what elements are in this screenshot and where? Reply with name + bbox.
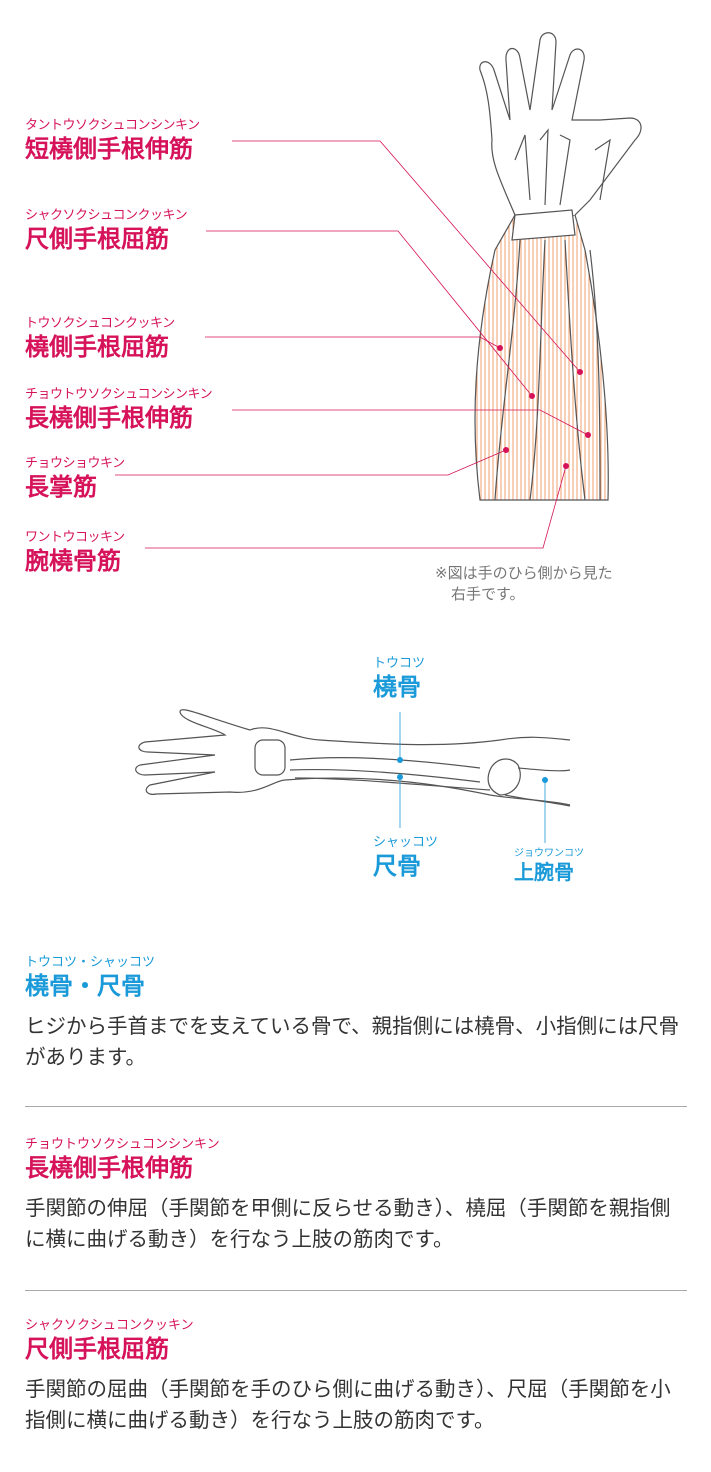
leader-line bbox=[115, 449, 507, 476]
note-line: 右手です。 bbox=[451, 585, 525, 603]
divider bbox=[25, 1290, 687, 1291]
bone-name: 上腕骨 bbox=[514, 860, 574, 884]
muscle-name: 橈側手根屈筋 bbox=[25, 333, 169, 361]
muscle-name: 長掌筋 bbox=[25, 473, 97, 501]
leader-line bbox=[145, 465, 567, 549]
label-ecrl: チョウトウソクシュコンシンキン長橈側手根伸筋 bbox=[25, 387, 213, 433]
muscle-leader-lines bbox=[115, 140, 589, 549]
label-fcr: トウソクシュコンクッキン橈側手根屈筋 bbox=[25, 316, 175, 362]
section-fcu: シャクソクシュコンクッキン 尺側手根屈筋 手関節の屈曲（手関節を手のひら側に曲げ… bbox=[25, 1318, 687, 1436]
ruby: チョウトウソクシュコンシンキン bbox=[25, 1137, 220, 1152]
bone-name: 尺骨 bbox=[373, 852, 421, 880]
note-line: ※図は手のひら側から見た bbox=[435, 564, 613, 582]
muscle-name: 短橈側手根伸筋 bbox=[25, 135, 193, 163]
ruby: タントウソクシュコンシンキン bbox=[25, 118, 200, 133]
section-body: 手関節の伸屈（手関節を甲側に反らせる動き）、橈屈（手関節を親指側に横に曲げる動き… bbox=[25, 1196, 671, 1251]
section-body: ヒジから手首までを支えている骨で、親指側には橈骨、小指側には尺骨があります。 bbox=[25, 1014, 680, 1069]
ruby: トウコツ・シャッコツ bbox=[25, 955, 156, 970]
muscle-dot bbox=[529, 393, 535, 399]
section-title: 尺側手根屈筋 bbox=[25, 1335, 169, 1363]
anatomy-illustration bbox=[115, 32, 642, 843]
label-br: ワントウコッキン腕橈骨筋 bbox=[25, 530, 125, 576]
muscle-dot bbox=[503, 447, 509, 453]
divider bbox=[25, 1106, 687, 1107]
label-humerus: ジョウワンコツ上腕骨 bbox=[514, 848, 584, 884]
leader-line bbox=[232, 140, 581, 373]
ruby: トウコツ bbox=[373, 656, 426, 671]
muscle-dot bbox=[585, 432, 591, 438]
ruby: シャクソクシュコンクッキン bbox=[25, 1318, 194, 1333]
ruby: シャッコツ bbox=[373, 835, 439, 850]
forearm-muscle-drawing bbox=[474, 32, 642, 501]
section-radius-ulna: トウコツ・シャッコツ 橈骨・尺骨 ヒジから手首までを支えている骨で、親指側には橈… bbox=[25, 955, 687, 1073]
ruby: チョウトウソクシュコンシンキン bbox=[25, 387, 213, 402]
figure-note: ※図は手のひら側から見た右手です。 bbox=[435, 563, 613, 605]
muscle-name: 尺側手根屈筋 bbox=[25, 225, 169, 253]
label-ulna: シャッコツ尺骨 bbox=[373, 835, 438, 881]
muscle-name: 腕橈骨筋 bbox=[25, 547, 121, 575]
muscle-dot bbox=[563, 463, 569, 469]
arm-bone-drawing bbox=[135, 709, 571, 807]
bone-dot bbox=[397, 757, 403, 763]
ruby: ワントウコッキン bbox=[25, 530, 125, 545]
muscle-dot bbox=[497, 345, 503, 351]
label-ecrb: タントウソクシュコンシンキン短橈側手根伸筋 bbox=[25, 118, 200, 164]
ruby: チョウショウキン bbox=[25, 456, 125, 471]
ruby: ジョウワンコツ bbox=[514, 848, 584, 859]
label-fcu: シャクソクシュコンクッキン尺側手根屈筋 bbox=[25, 208, 188, 254]
section-ecrl: チョウトウソクシュコンシンキン 長橈側手根伸筋 手関節の伸屈（手関節を甲側に反ら… bbox=[25, 1137, 687, 1255]
section-title: 橈骨・尺骨 bbox=[25, 972, 145, 1000]
muscle-dot bbox=[577, 369, 583, 375]
ruby: トウソクシュコンクッキン bbox=[25, 316, 175, 331]
leader-line bbox=[232, 409, 589, 436]
label-radius: トウコツ橈骨 bbox=[373, 656, 425, 702]
leader-line bbox=[205, 336, 501, 349]
bone-dot bbox=[397, 774, 403, 780]
section-body: 手関節の屈曲（手関節を手のひら側に曲げる動き）、尺屈（手関節を小指側に横に曲げる… bbox=[25, 1377, 671, 1432]
muscle-name: 長橈側手根伸筋 bbox=[25, 404, 193, 432]
ruby: シャクソクシュコンクッキン bbox=[25, 208, 188, 223]
section-title: 長橈側手根伸筋 bbox=[25, 1154, 193, 1182]
bone-dot bbox=[542, 777, 548, 783]
bone-name: 橈骨 bbox=[373, 673, 421, 701]
label-pl: チョウショウキン長掌筋 bbox=[25, 456, 125, 502]
